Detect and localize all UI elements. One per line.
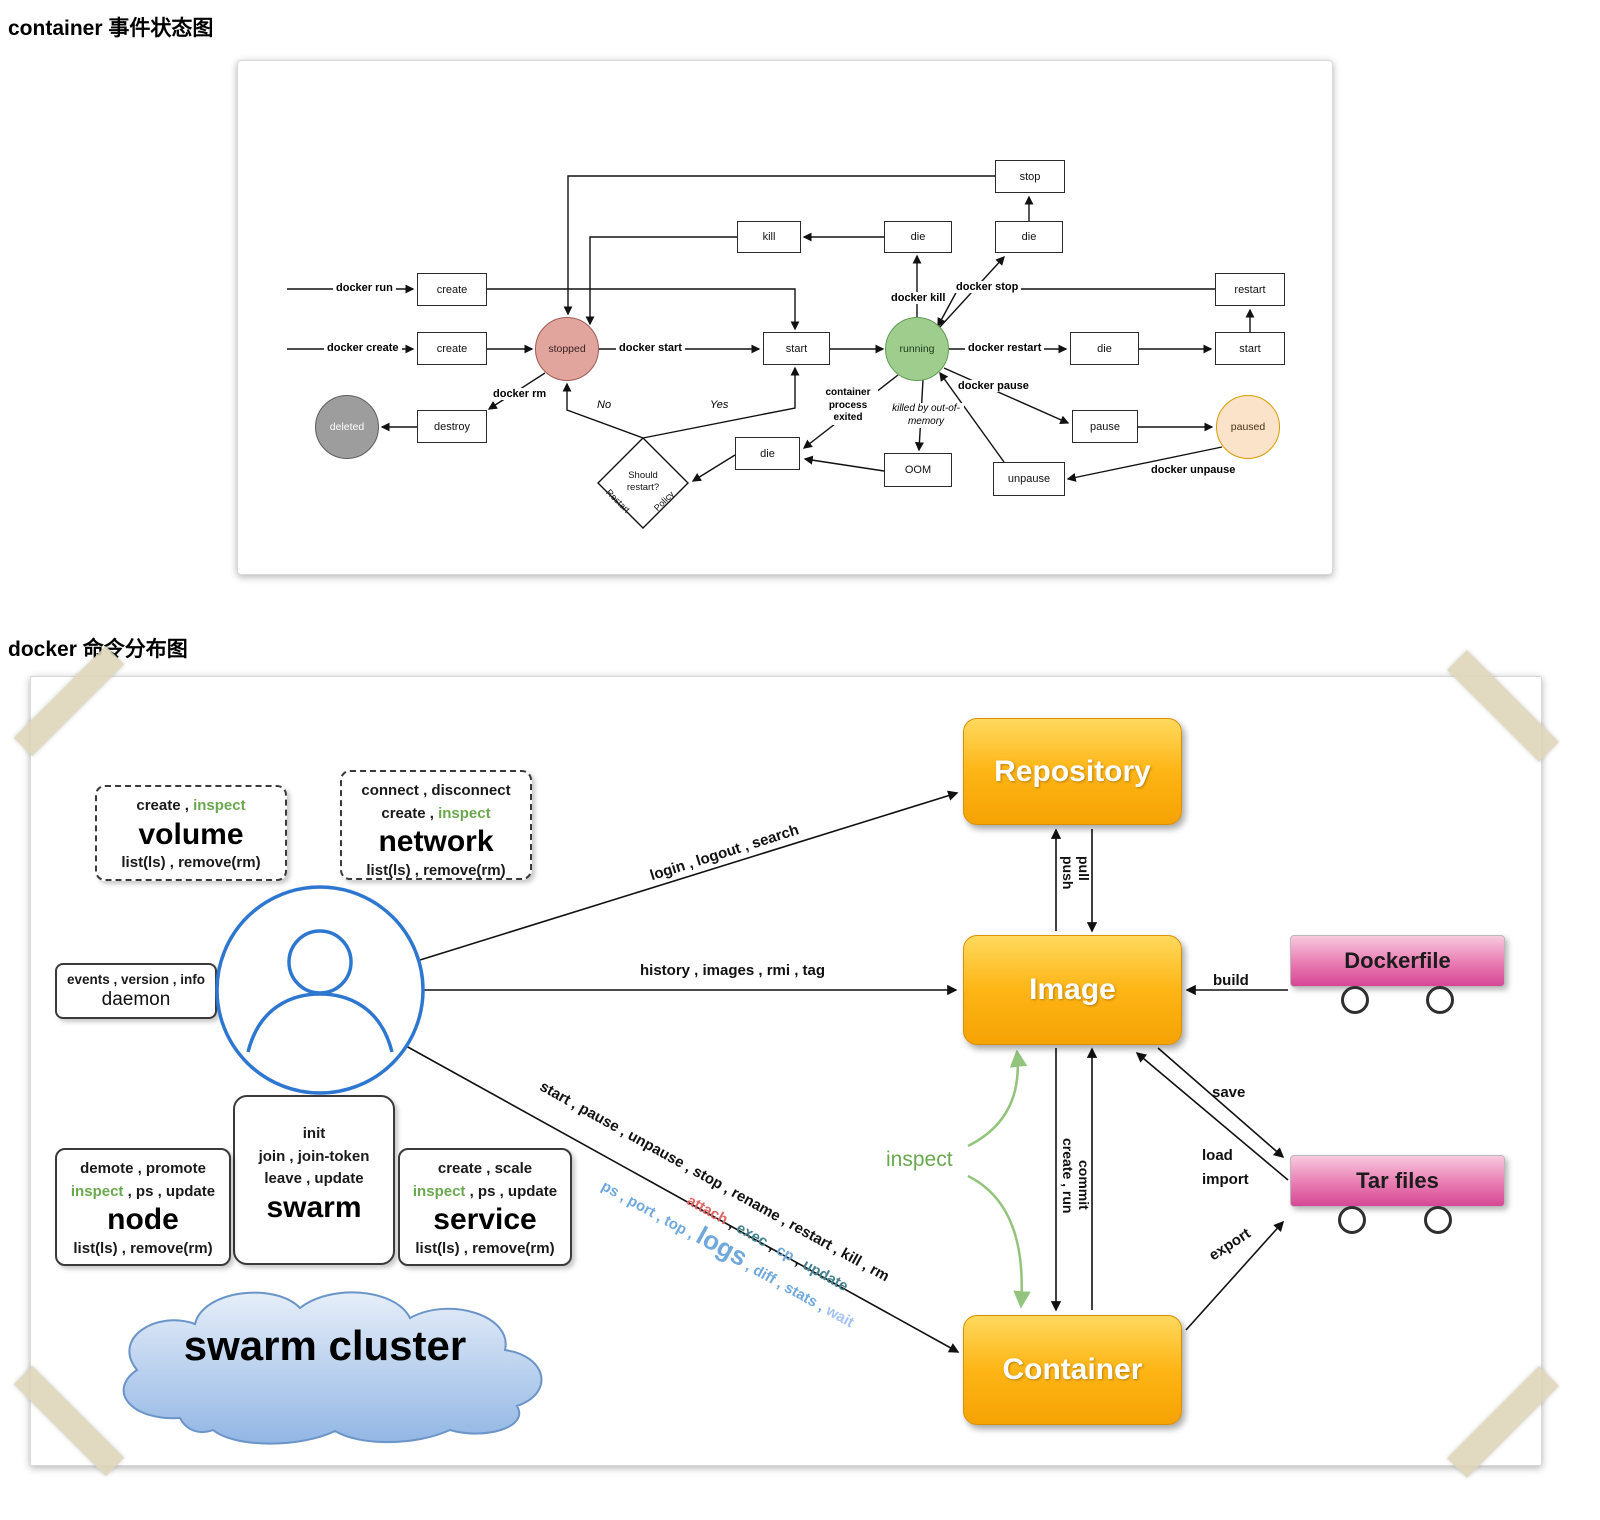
swarm-cluster-label: swarm cluster [183,1322,467,1369]
node-image: Image [963,935,1182,1045]
edge-label-push: push [1060,856,1076,890]
edge-label-pull: pull [1076,856,1092,881]
edge-label-inspect: inspect [886,1148,953,1171]
node-row2: inspect , ps , update [57,1181,229,1204]
volume-inspect-label: inspect [193,797,246,814]
edge-label-docker-rm: docker rm [490,388,550,400]
edge-label-save: save [1212,1084,1246,1101]
edge-label-build: build [1213,972,1249,989]
edge-label-docker-kill: docker kill [888,292,949,304]
edge-label-docker-stop: docker stop [953,281,1022,293]
swarm-cluster-cloud [122,1291,543,1445]
service-footer: list(ls) , remove(rm) [415,1239,555,1257]
state-box-start-restart: start [1215,332,1285,365]
daemon-row1: events , version , info [66,972,206,987]
edge-label-create-run: create , run [1060,1138,1076,1214]
state-diagram-title: container 事件状态图 [8,17,214,40]
edge-label-docker-unpause: docker unpause [1148,464,1239,476]
node-footer: list(ls) , remove(rm) [73,1239,213,1257]
edge-label-history: history , images , rmi , tag [640,962,826,979]
swarm-row3: leave , update [264,1170,364,1187]
node-container: Container [963,1315,1182,1425]
state-diagram-card [237,60,1333,575]
state-box-restart: restart [1215,273,1285,306]
node-tar-files: Tar files [1290,1155,1505,1207]
state-box-die-kill: die [884,221,952,253]
state-circle-running: running [885,317,949,381]
group-box-swarm: init join , join-token leave , update sw… [233,1095,395,1265]
state-box-start: start [763,332,830,365]
user-icon [215,885,425,1095]
volume-commands: create , inspect [97,795,285,818]
group-box-network: connect , disconnect create , inspect ne… [340,770,532,880]
state-box-pause: pause [1072,410,1138,443]
state-box-die-stop: die [995,221,1063,253]
state-box-destroy: destroy [417,410,487,443]
dockerfile-wheel-right [1426,986,1454,1014]
state-box-stop: stop [995,160,1065,193]
volume-footer: list(ls) , remove(rm) [121,854,261,871]
volume-name: volume [138,817,244,851]
state-box-unpause: unpause [993,462,1065,496]
swarm-row2: join , join-token [258,1147,370,1165]
node-repository: Repository [963,718,1182,825]
volume-create-label: create , [136,797,194,814]
state-box-oom: OOM [884,453,952,487]
network-create-label: create , [381,804,439,822]
edge-label-docker-restart: docker restart [965,342,1045,354]
network-commands: create , inspect [342,803,530,826]
network-footer: list(ls) , remove(rm) [366,861,506,879]
node-row1: demote , promote [80,1160,206,1177]
dockerfile-wheel-left [1341,986,1369,1014]
group-box-node: demote , promote inspect , ps , update n… [55,1148,231,1266]
diamond-label: Should restart? [626,470,660,494]
edge-label-process-exited: container process exited [818,387,878,425]
command-diagram-title: docker 命令分布图 [8,638,188,661]
state-circle-deleted: deleted [315,395,379,459]
service-row1: create , scale [437,1160,533,1177]
service-row2: inspect , ps , update [400,1181,570,1204]
state-box-die-exit: die [735,437,800,470]
state-box-kill: kill [737,221,801,253]
tar-files-wheel-right [1424,1206,1452,1234]
state-circle-paused: paused [1216,395,1280,459]
node-row2-rest: , ps , update [123,1182,216,1200]
service-row2-rest: , ps , update [465,1182,558,1200]
edge-label-docker-pause: docker pause [955,380,1032,392]
network-row1: connect , disconnect [361,782,511,799]
edge-label-docker-create: docker create [324,342,402,354]
group-box-service: create , scale inspect , ps , update ser… [398,1148,572,1266]
edge-label-yes: Yes [710,399,729,411]
service-inspect-label: inspect [412,1182,466,1200]
group-box-volume: create , inspect volume list(ls) , remov… [95,785,287,881]
import-cmd: import [1202,1171,1249,1188]
edge-label-oom-killed: killed by out-of-memory [888,403,964,428]
network-name: network [378,825,494,858]
edge-label-docker-run: docker run [333,282,396,294]
load-cmd: load [1202,1147,1233,1164]
edge-label-docker-start: docker start [616,342,685,354]
node-dockerfile: Dockerfile [1290,935,1505,987]
cloud-shape [122,1291,543,1445]
node-name: node [107,1203,179,1236]
edge-label-no: No [597,399,612,411]
node-inspect-label: inspect [70,1182,124,1200]
state-box-create-run: create [417,273,487,306]
swarm-name: swarm [266,1190,362,1224]
swarm-row1: init [302,1125,326,1142]
state-circle-stopped: stopped [535,317,599,381]
user-icon-head [287,929,353,995]
state-box-die-restart: die [1070,332,1139,365]
group-box-daemon: events , version , info daemon [55,963,217,1019]
daemon-name: daemon [101,989,171,1011]
edge-label-commit: commit [1076,1160,1092,1210]
edge-label-load-import: load import [1202,1144,1249,1192]
tar-files-wheel-left [1338,1206,1366,1234]
state-box-create: create [417,332,487,365]
network-inspect-label: inspect [438,804,491,822]
service-name: service [433,1203,537,1236]
